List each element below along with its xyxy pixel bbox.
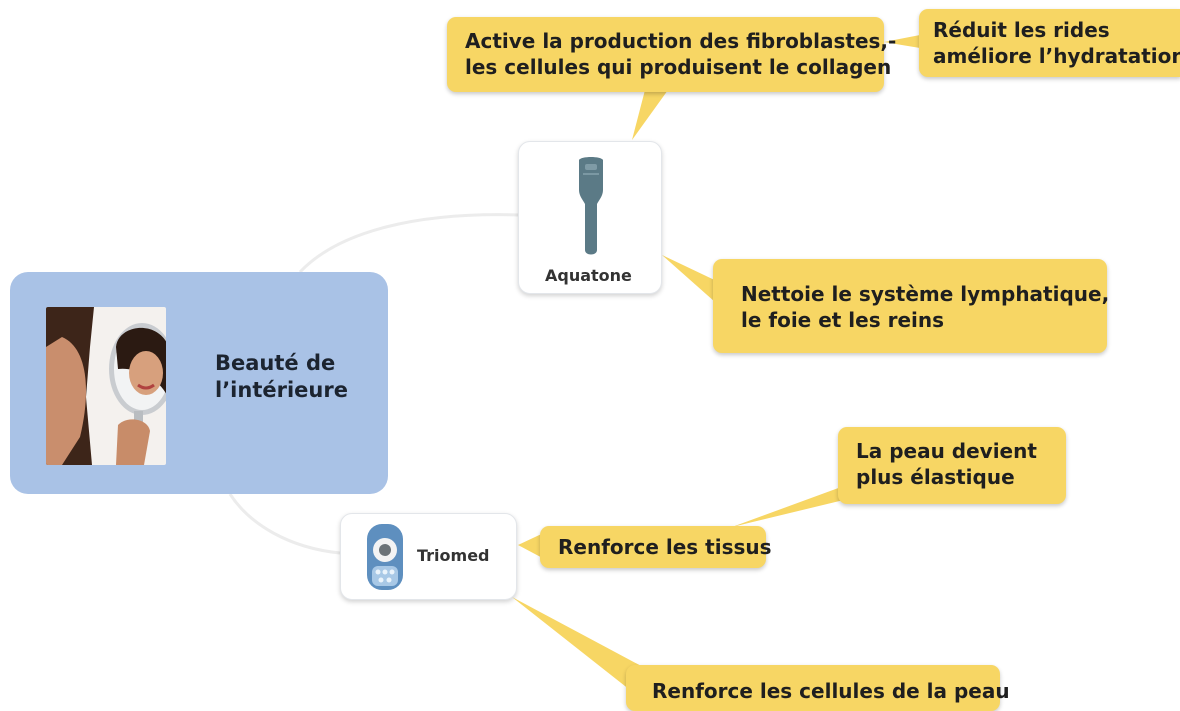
callout-rides[interactable]: Réduit les rides améliore l’hydratation	[919, 9, 1180, 77]
callout-line: plus élastique	[856, 465, 1015, 489]
pointer-lymphatique	[662, 255, 725, 302]
callout-line: La peau devient	[856, 439, 1037, 463]
pointer-cellules	[512, 597, 645, 690]
callout-cellules[interactable]: Renforce les cellules de la peau	[626, 665, 1010, 711]
callout-line: Active la production des fibroblastes,-	[465, 29, 897, 53]
callout-line: Réduit les rides	[933, 18, 1110, 42]
callout-line: Nettoie le système lymphatique,	[741, 282, 1110, 306]
central-topic[interactable]: Beauté de l’intérieure	[10, 272, 388, 494]
central-topic-title: Beauté de l’intérieure	[215, 351, 348, 402]
callout-tissus[interactable]: Renforce les tissus	[540, 526, 772, 568]
triomed-label: Triomed	[417, 546, 490, 565]
triomed-node[interactable]: Triomed	[340, 513, 517, 600]
aquatone-node[interactable]: Aquatone	[518, 141, 662, 294]
handheld-device-icon	[563, 150, 619, 266]
connector-central-triomed	[228, 493, 341, 555]
callout-elastique[interactable]: La peau devient plus élastique	[838, 427, 1066, 504]
callout-fibroblastes[interactable]: Active la production des fibroblastes,- …	[447, 17, 897, 92]
triomed-device-icon	[364, 522, 406, 596]
callout-line: le foie et les reins	[741, 308, 945, 332]
callout-line: Renforce les tissus	[558, 535, 772, 559]
woman-with-mirror-photo	[46, 307, 166, 465]
pointer-elastique	[732, 483, 852, 527]
connector-central-aquatone	[298, 213, 521, 274]
callout-line: Renforce les cellules de la peau	[652, 679, 1010, 703]
callout-lymphatique[interactable]: Nettoie le système lymphatique, le foie …	[713, 259, 1110, 353]
callout-line: les cellules qui produisent le collagen	[465, 55, 892, 79]
pointer-rides	[884, 35, 920, 48]
aquatone-label: Aquatone	[545, 266, 632, 285]
callout-line: améliore l’hydratation	[933, 44, 1180, 68]
pointer-fibroblastes	[632, 90, 668, 140]
